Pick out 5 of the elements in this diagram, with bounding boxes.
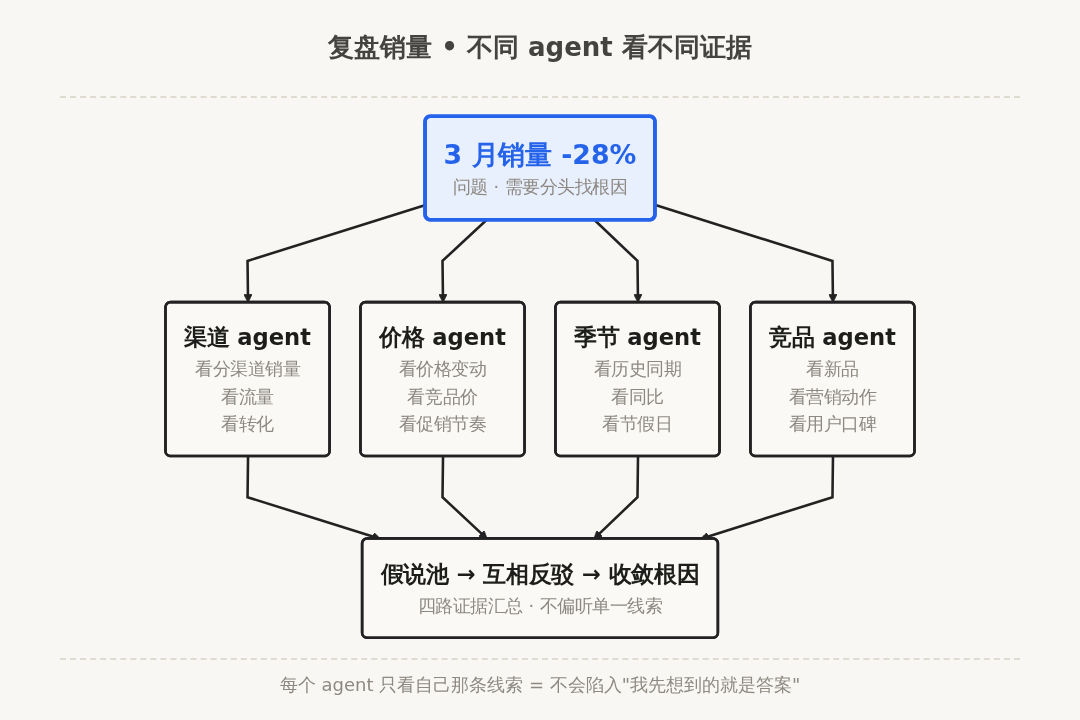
arrow [438, 219, 488, 303]
arrow [655, 203, 838, 303]
diagram-title: 复盘销量 • 不同 agent 看不同证据 [327, 31, 753, 64]
caption-text: 每个 agent 只看自己那条线索 = 不会陷入"我先想到的就是答案" [278, 673, 802, 697]
arrow [593, 219, 643, 303]
